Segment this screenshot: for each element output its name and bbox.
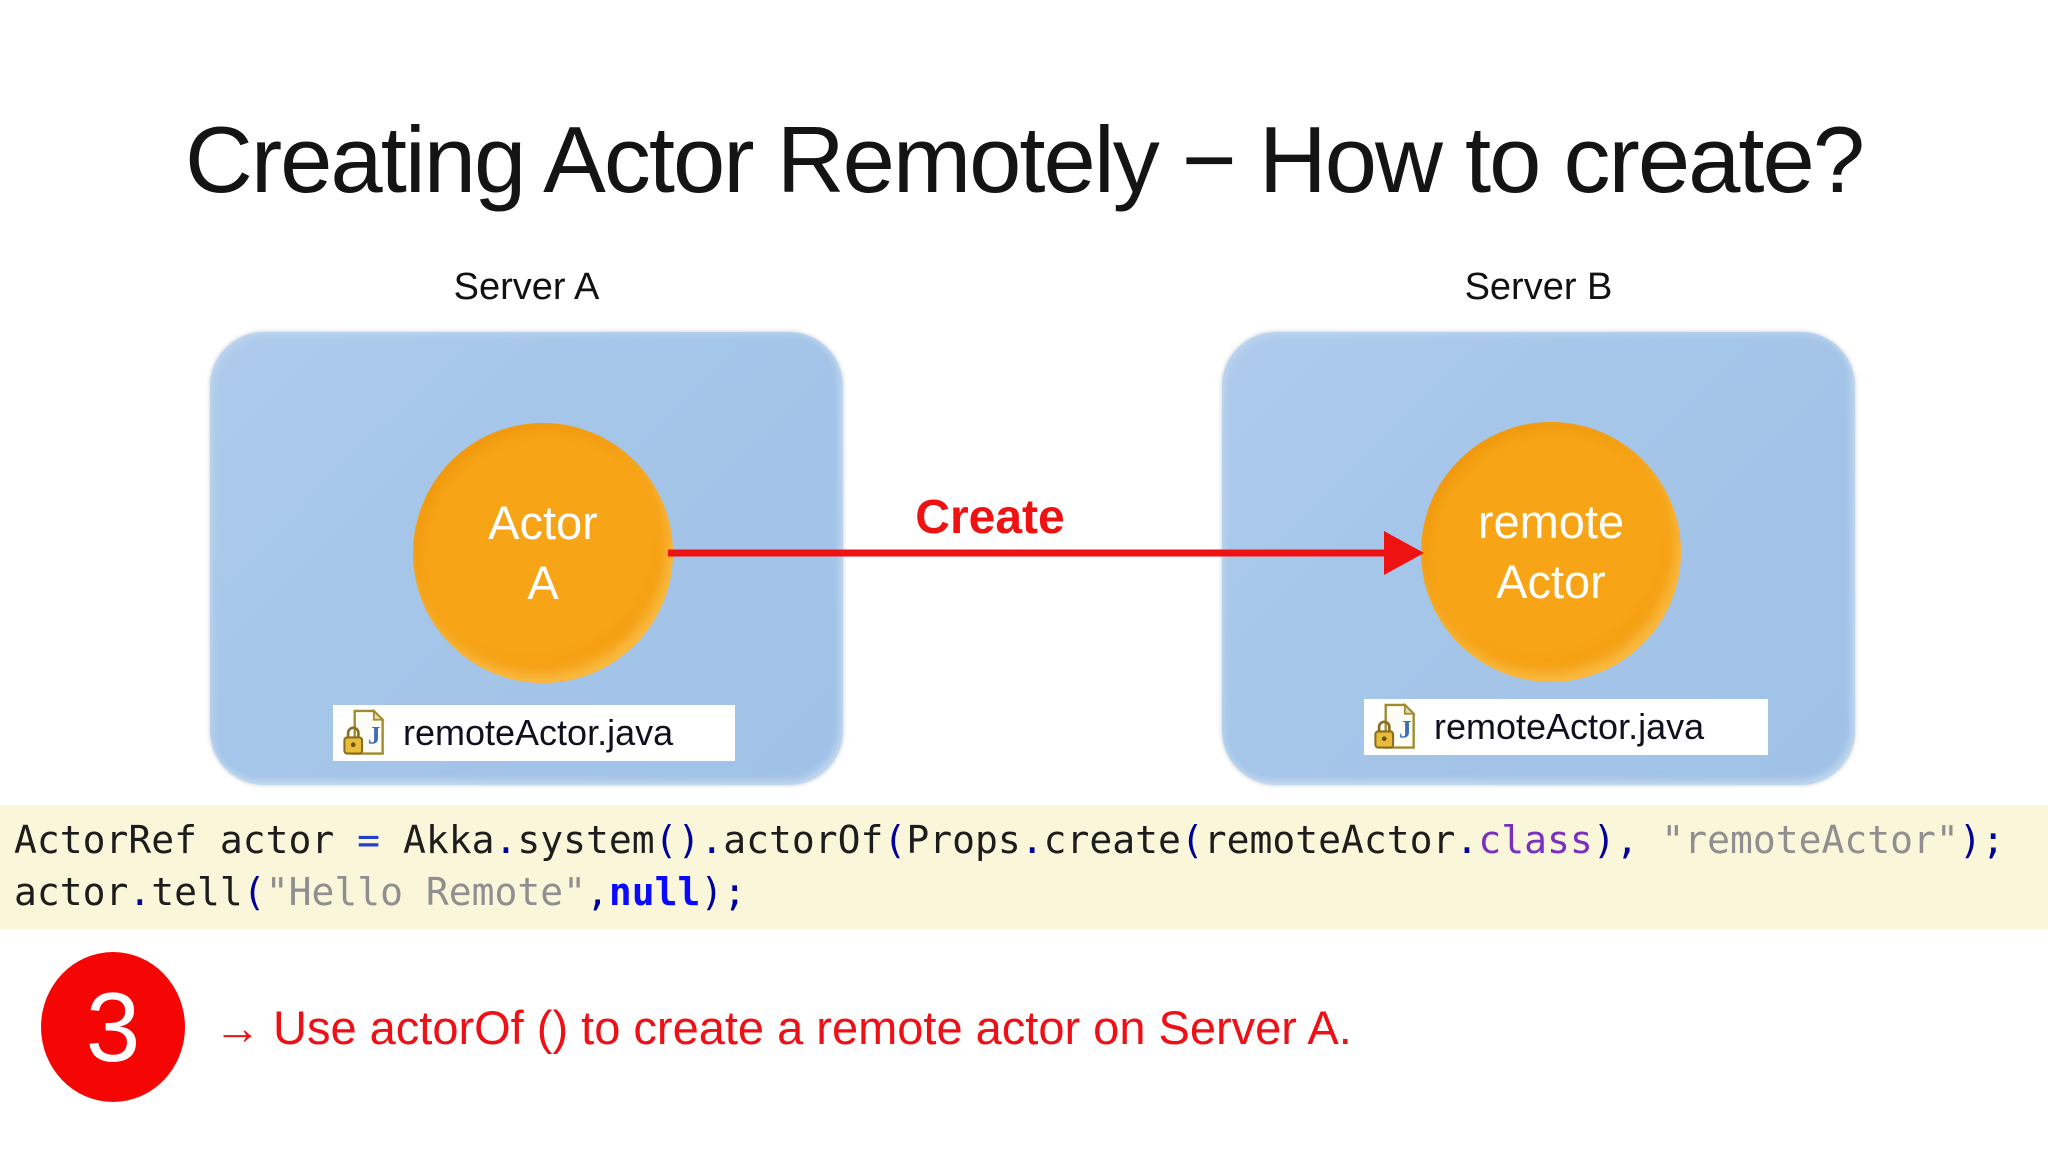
note-text: →Use actorOf () to create a remote actor… (214, 1000, 1352, 1055)
code-token: ( (1180, 818, 1204, 862)
code-token: actor (14, 870, 129, 914)
create-arrow (668, 531, 1424, 575)
code-token: ( (883, 818, 907, 862)
create-arrow-label: Create (915, 491, 1065, 544)
code-line: actor.tell("Hello Remote",null); (14, 866, 2048, 918)
java-file-icon: J (343, 708, 385, 755)
code-token (1639, 818, 1662, 862)
code-token: remoteActor (1203, 818, 1456, 862)
step-number: 3 (85, 971, 141, 1082)
code-token: . (128, 870, 152, 914)
code-token: Props (906, 818, 1021, 862)
code-line: ActorRef actor = Akka.system().actorOf(P… (14, 814, 2048, 866)
code-token: . (700, 818, 724, 862)
code-token: () (654, 818, 701, 862)
code-token: . (1020, 818, 1044, 862)
code-token: null (608, 870, 701, 914)
code-token: class (1478, 818, 1593, 862)
note-sentence: Use actorOf () to create a remote actor … (273, 1001, 1352, 1054)
code-token: "Hello Remote" (265, 870, 586, 914)
remote-actor-node: remote Actor (1421, 422, 1681, 682)
code-token: system (517, 818, 655, 862)
server-a-label: Server A (453, 266, 600, 308)
java-file-icon: J (1374, 702, 1416, 749)
server-b-file-label: J remoteActor.java (1364, 699, 1768, 755)
code-token: ActorRef actor (14, 818, 358, 862)
code-token: ), (1592, 818, 1639, 862)
code-token: . (1455, 818, 1479, 862)
remote-actor-label-line2: Actor (1496, 555, 1606, 608)
code-token: Akka (380, 818, 495, 862)
code-snippet: ActorRef actor = Akka.system().actorOf(P… (0, 805, 2048, 929)
page-title: Creating Actor Remotely − How to create? (184, 107, 1865, 212)
code-token: tell (151, 870, 243, 914)
file-name: remoteActor.java (403, 712, 674, 753)
svg-text:J: J (1399, 716, 1412, 743)
server-a-file-label: J remoteActor.java (333, 705, 735, 761)
code-token: ); (1958, 818, 2005, 862)
server-b-label: Server B (1464, 266, 1613, 308)
code-token: "remoteActor" (1661, 818, 1959, 862)
step-number-badge: 3 (41, 952, 185, 1102)
code-token: ); (700, 870, 747, 914)
actor-a-label-line1: Actor (488, 495, 598, 549)
code-token: actorOf (723, 818, 884, 862)
file-name: remoteActor.java (1434, 706, 1705, 747)
remote-actor-label-line1: remote (1477, 494, 1625, 548)
code-token: create (1043, 818, 1181, 862)
code-token: , (585, 870, 609, 914)
actor-a-label-line2: A (527, 556, 559, 609)
code-token: . (494, 818, 518, 862)
code-token: ( (242, 870, 266, 914)
actor-a-node: Actor A (413, 423, 673, 683)
svg-text:J: J (368, 722, 381, 749)
right-arrow-icon: → (214, 1001, 261, 1054)
code-token: = (357, 818, 381, 862)
